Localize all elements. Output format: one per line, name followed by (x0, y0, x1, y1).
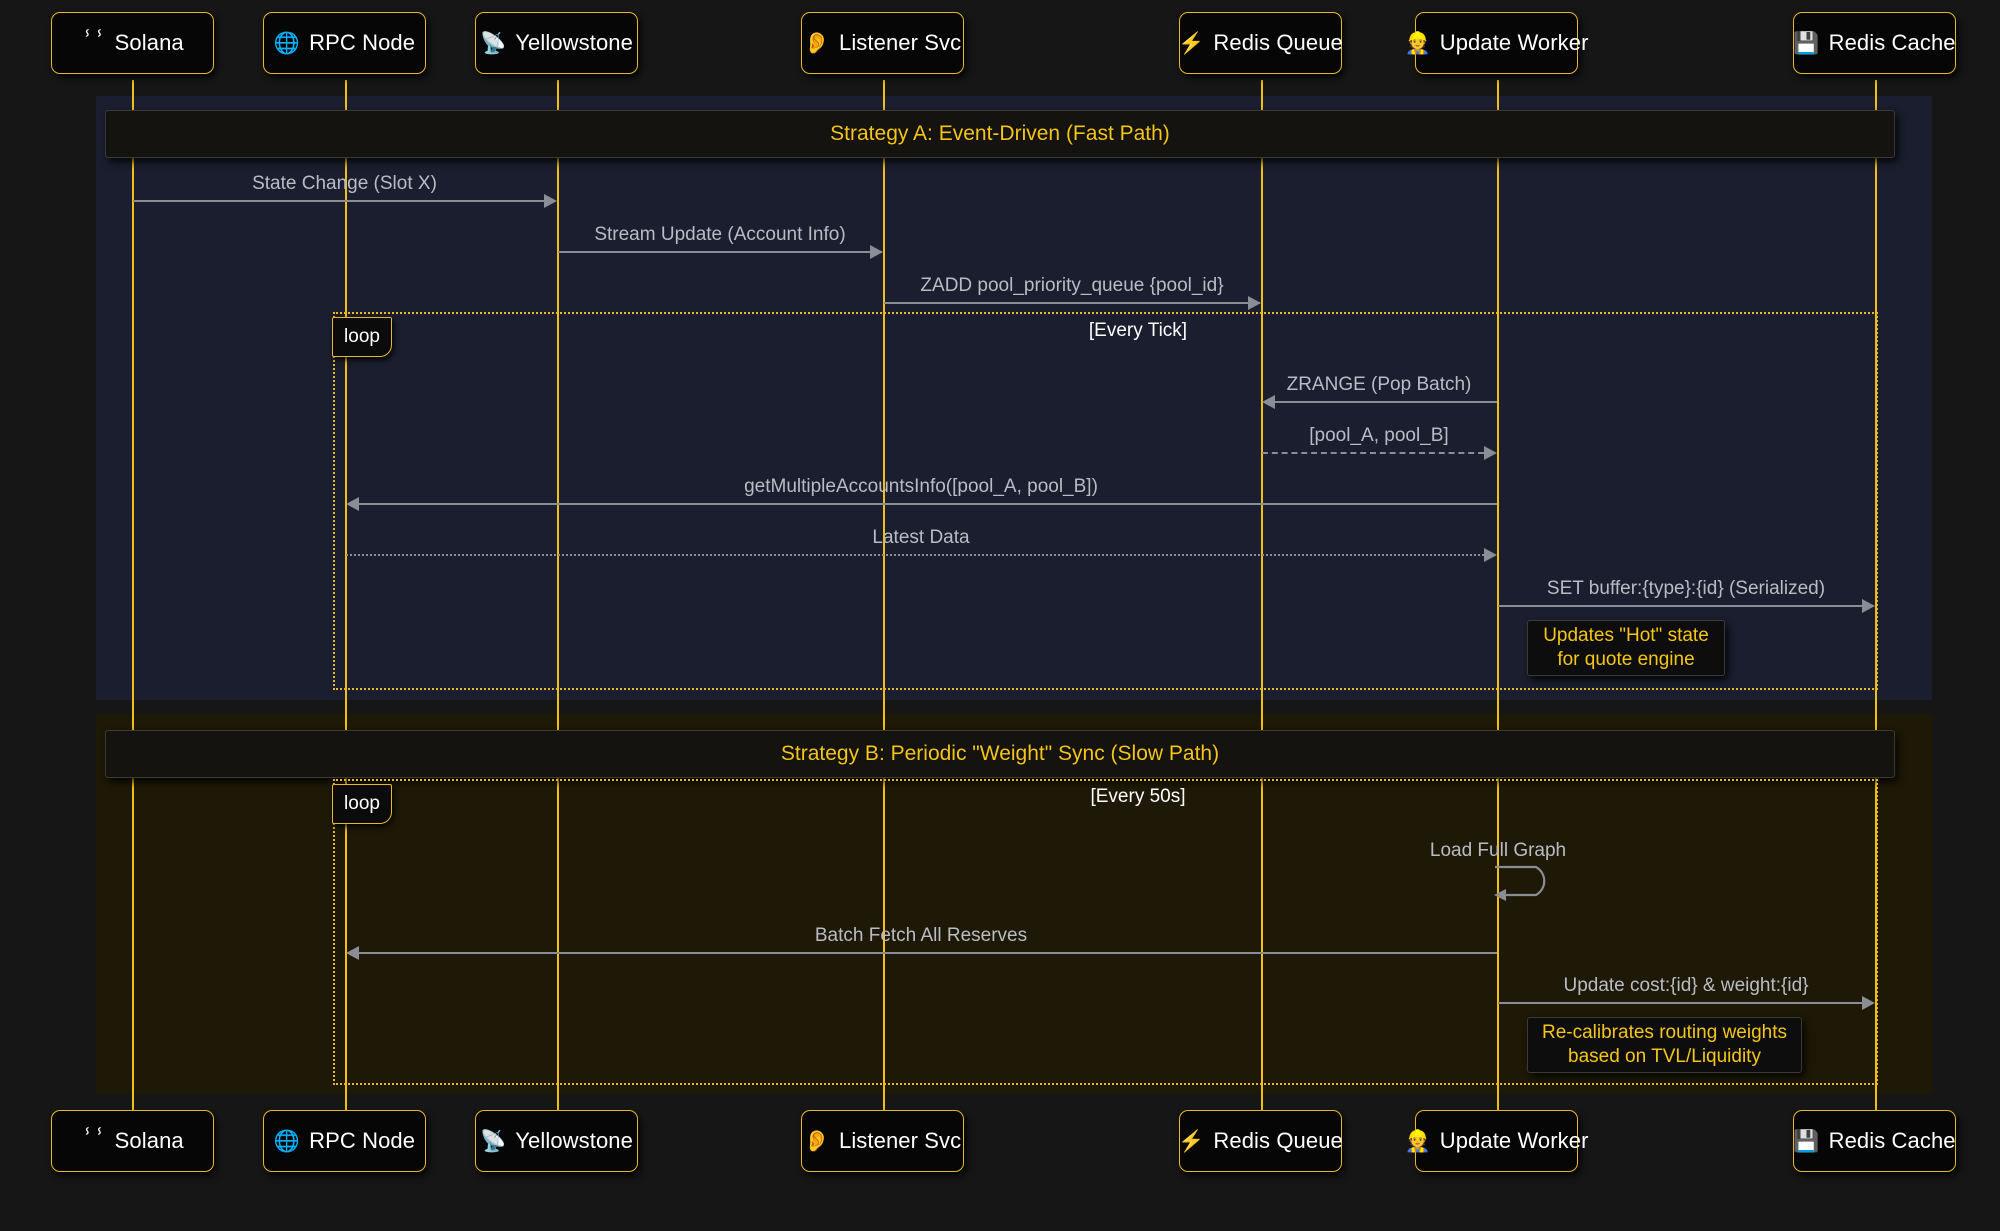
participant-label: Yellowstone (515, 1128, 633, 1153)
note-updates-hot-state: Updates "Hot" state for quote engine (1527, 620, 1725, 676)
lifeline-solana (132, 80, 134, 1115)
loop-tag-a: loop (332, 317, 392, 357)
message-label-m7: Latest Data (872, 527, 970, 548)
participant-label: Redis Cache (1828, 30, 1956, 55)
arrowhead-m8 (1862, 599, 1875, 613)
lifeline-rpc (345, 80, 347, 1115)
message-line-m8 (1498, 605, 1862, 607)
participant-label: Yellowstone (515, 30, 633, 55)
participant-queue-top[interactable]: ⚡ Redis Queue (1178, 12, 1343, 74)
lifeline-worker (1497, 80, 1499, 1115)
worker-icon: 👷 (1404, 1129, 1431, 1153)
lifeline-queue (1261, 80, 1263, 1115)
participant-queue-bottom[interactable]: ⚡ Redis Queue (1178, 1110, 1343, 1172)
message-label-m5: [pool_A, pool_B] (1309, 425, 1449, 446)
participant-solana-top[interactable]: ⸯⸯ Solana (51, 12, 214, 74)
note-recalibrates-weights: Re-calibrates routing weights based on T… (1527, 1017, 1802, 1073)
arrowhead-m3 (1248, 296, 1261, 310)
participant-label: Update Worker (1439, 30, 1589, 55)
loop-condition-b: [Every 50s] (1090, 786, 1186, 807)
participant-label: Solana (114, 1128, 184, 1153)
lifeline-cache (1875, 80, 1877, 1115)
message-label-m2: Stream Update (Account Info) (594, 224, 846, 245)
message-label-m6: getMultipleAccountsInfo([pool_A, pool_B]… (744, 476, 1098, 497)
message-line-m2 (558, 251, 882, 253)
participant-listener-top[interactable]: 👂 Listener Svc (801, 12, 964, 74)
participant-label: Solana (114, 30, 184, 55)
worker-icon: 👷 (1404, 31, 1431, 55)
participant-rpc-top[interactable]: 🌐 RPC Node (263, 12, 426, 74)
participant-rpc-bottom[interactable]: 🌐 RPC Node (263, 1110, 426, 1172)
participant-yellowstone-top[interactable]: 📡 Yellowstone (475, 12, 638, 74)
floppy-disk-icon: 💾 (1793, 1129, 1820, 1153)
note-line: based on TVL/Liquidity (1568, 1046, 1761, 1067)
loop-tag-label: loop (344, 793, 380, 814)
participant-cache-bottom[interactable]: 💾 Redis Cache (1793, 1110, 1956, 1172)
message-line-m11 (1498, 1002, 1862, 1004)
note-line: Updates "Hot" state (1543, 624, 1709, 646)
participant-label: Update Worker (1439, 1128, 1589, 1153)
lightning-icon: ⚡ (1178, 1129, 1205, 1153)
arrowhead-m2 (870, 245, 883, 259)
participant-label: Listener Svc (838, 30, 962, 55)
message-label-m9: Load Full Graph (1429, 840, 1567, 861)
participant-label: Listener Svc (838, 1128, 962, 1153)
participant-worker-top[interactable]: 👷 Update Worker (1404, 12, 1588, 74)
note-line: for quote engine (1557, 649, 1695, 670)
message-line-m10 (354, 952, 1497, 954)
globe-icon: 🌐 (273, 31, 301, 55)
banner-strategy-a: Strategy A: Event-Driven (Fast Path) (105, 110, 1895, 158)
floppy-disk-icon: 💾 (1793, 31, 1820, 55)
message-line-m5 (1262, 452, 1484, 454)
arrowhead-m5 (1484, 446, 1497, 460)
message-line-m4 (1270, 401, 1497, 403)
self-loop-arrow-m9 (1494, 865, 1546, 901)
arrowhead-m10 (346, 946, 359, 960)
arrowhead-m4 (1262, 395, 1275, 409)
satellite-icon: 📡 (480, 1129, 507, 1153)
lightning-icon: ⚡ (1178, 31, 1205, 55)
message-label-m10: Batch Fetch All Reserves (814, 925, 1028, 946)
message-line-m7 (346, 554, 1484, 556)
participant-label: Redis Queue (1213, 1128, 1343, 1153)
message-label-m8: SET buffer:{type}:{id} (Serialized) (1546, 578, 1826, 599)
arrowhead-m7 (1484, 548, 1497, 562)
participant-label: RPC Node (309, 1128, 416, 1153)
ear-icon: 👂 (803, 1129, 830, 1153)
dna-icon: ⸯⸯ (81, 31, 106, 55)
participant-solana-bottom[interactable]: ⸯⸯ Solana (51, 1110, 214, 1172)
message-label-m11: Update cost:{id} & weight:{id} (1563, 975, 1809, 996)
arrowhead-m11 (1862, 996, 1875, 1010)
lifeline-yellow (557, 80, 559, 1115)
loop-tag-label: loop (344, 326, 380, 347)
message-line-m6 (354, 503, 1497, 505)
loop-condition-a: [Every Tick] (1088, 320, 1188, 341)
arrowhead-m6 (346, 497, 359, 511)
participant-label: Redis Queue (1213, 30, 1343, 55)
arrowhead-m1 (544, 194, 557, 208)
message-label-m1: State Change (Slot X) (252, 173, 437, 194)
message-label-m4: ZRANGE (Pop Batch) (1286, 374, 1472, 395)
participant-cache-top[interactable]: 💾 Redis Cache (1793, 12, 1956, 74)
participant-worker-bottom[interactable]: 👷 Update Worker (1404, 1110, 1588, 1172)
note-line: Re-calibrates routing weights (1541, 1021, 1787, 1043)
region-strategy-a (96, 96, 1932, 700)
participant-label: RPC Node (309, 30, 416, 55)
lifeline-listener (883, 80, 885, 1115)
loop-tag-b: loop (332, 784, 392, 824)
ear-icon: 👂 (803, 31, 830, 55)
banner-label: Strategy B: Periodic "Weight" Sync (Slow… (780, 742, 1220, 765)
participant-yellowstone-bottom[interactable]: 📡 Yellowstone (475, 1110, 638, 1172)
message-label-m3: ZADD pool_priority_queue {pool_id} (920, 275, 1224, 296)
participant-listener-bottom[interactable]: 👂 Listener Svc (801, 1110, 964, 1172)
globe-icon: 🌐 (273, 1129, 301, 1153)
banner-label: Strategy A: Event-Driven (Fast Path) (830, 122, 1170, 145)
banner-strategy-b: Strategy B: Periodic "Weight" Sync (Slow… (105, 730, 1895, 778)
message-line-m1 (133, 200, 555, 202)
satellite-icon: 📡 (480, 31, 507, 55)
dna-icon: ⸯⸯ (81, 1129, 106, 1153)
message-line-m3 (884, 302, 1260, 304)
participant-label: Redis Cache (1828, 1128, 1956, 1153)
